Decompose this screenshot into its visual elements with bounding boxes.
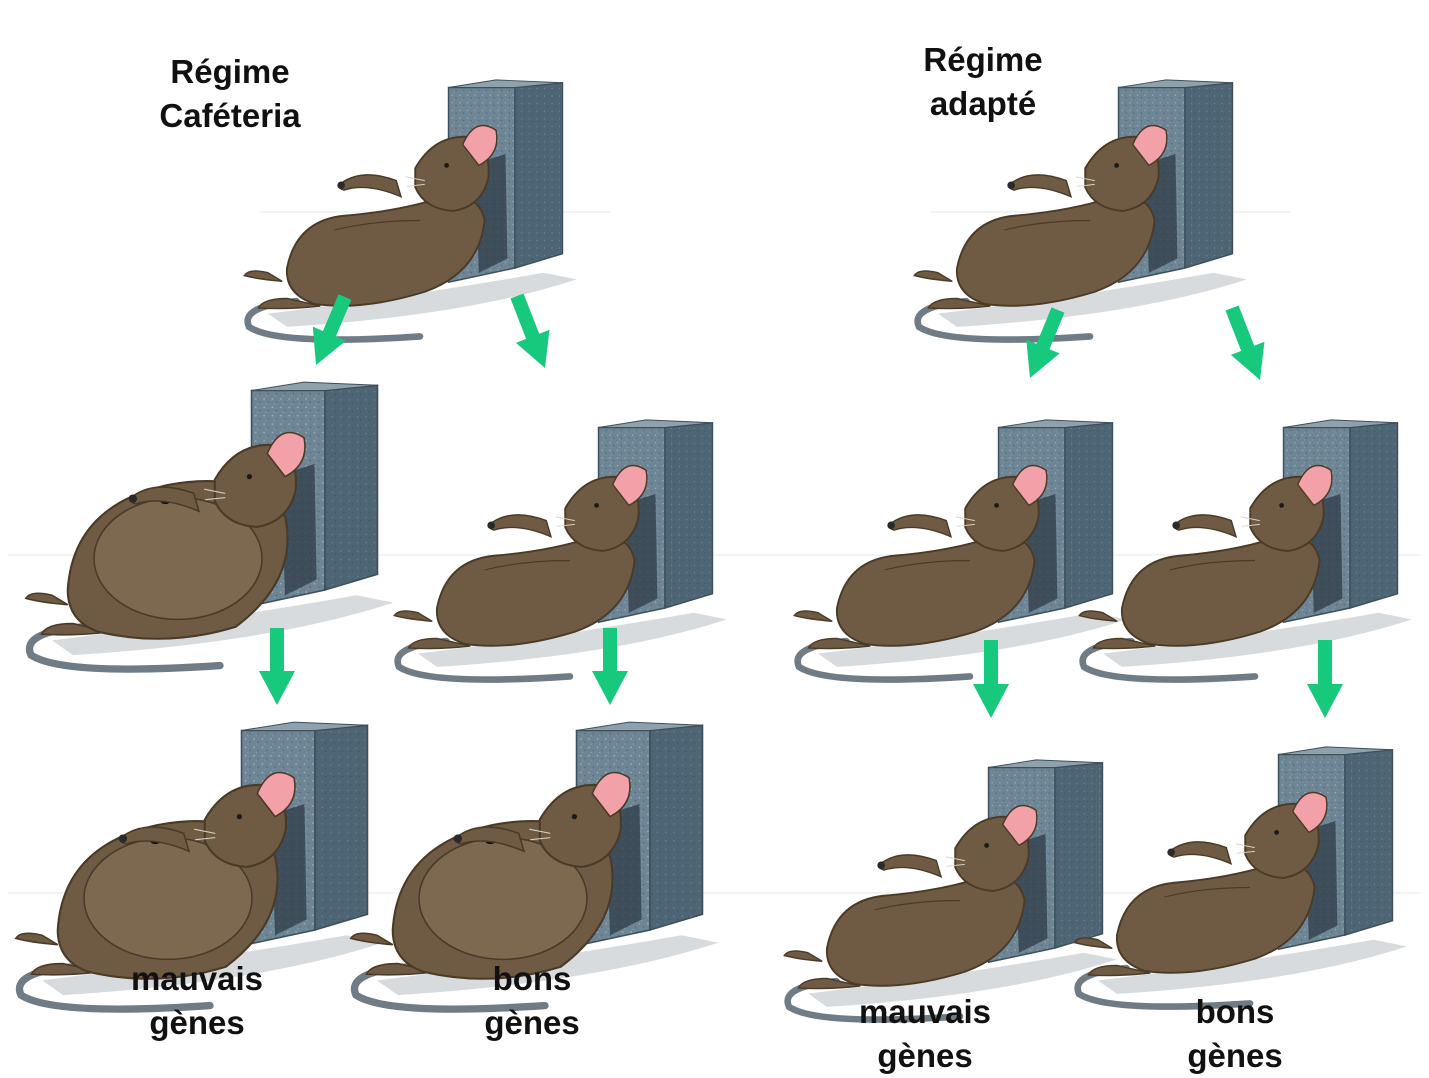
rat-right-bad-gen2-icon xyxy=(784,760,1117,1020)
left-diet-line1: Régime xyxy=(159,50,300,94)
left-bad-genes-label: mauvais gènes xyxy=(131,957,263,1045)
right-bad-line1: mauvais xyxy=(859,990,991,1034)
left-good-line1: bons xyxy=(484,957,579,1001)
right-diet-label: Régime adapté xyxy=(923,38,1042,126)
right-good-genes-label: bons gènes xyxy=(1187,990,1282,1078)
right-diet-line2: adapté xyxy=(923,82,1042,126)
arrow-left-parent-to-good-icon xyxy=(510,293,549,368)
right-good-line1: bons xyxy=(1187,990,1282,1034)
right-good-line2: gènes xyxy=(1187,1034,1282,1078)
rat-right-bad-gen1-icon xyxy=(794,420,1127,680)
arrow-right-good-gen1-to-gen2-icon xyxy=(1307,640,1343,718)
right-bad-line2: gènes xyxy=(859,1034,991,1078)
rat-right-good-gen1-icon xyxy=(1079,420,1412,680)
left-diet-label: Régime Caféteria xyxy=(159,50,300,138)
left-diet-line2: Caféteria xyxy=(159,94,300,138)
rat-left-bad-gen1-icon xyxy=(26,382,393,669)
left-bad-line1: mauvais xyxy=(131,957,263,1001)
right-diet-line1: Régime xyxy=(923,38,1042,82)
arrow-right-parent-to-good-icon xyxy=(1225,305,1264,380)
left-good-genes-label: bons gènes xyxy=(484,957,579,1045)
left-bad-line2: gènes xyxy=(131,1001,263,1045)
rat-left-good-gen1-icon xyxy=(394,420,727,680)
arrow-left-bad-gen1-to-gen2-icon xyxy=(259,628,295,705)
rat-right-good-gen2-icon xyxy=(1074,747,1407,1007)
left-good-line2: gènes xyxy=(484,1001,579,1045)
right-bad-genes-label: mauvais gènes xyxy=(859,990,991,1078)
